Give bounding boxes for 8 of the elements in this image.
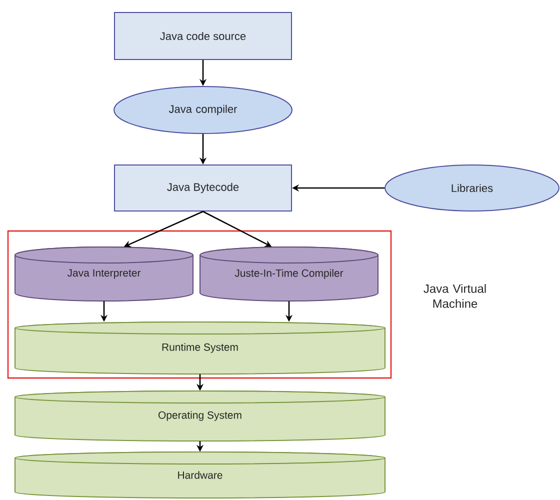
process-box: Java Bytecode [114, 164, 292, 212]
layer-cylinder: Runtime System [14, 322, 386, 374]
layer-cylinder: Operating System [14, 390, 386, 442]
cylinder: Java Interpreter [14, 246, 194, 302]
node-label: Java Virtual Machine [424, 284, 486, 308]
layer-cylinder: Hardware [14, 452, 386, 498]
process-box: Java code source [114, 12, 292, 60]
cylinder: Juste-In-Time Compiler [200, 246, 378, 302]
